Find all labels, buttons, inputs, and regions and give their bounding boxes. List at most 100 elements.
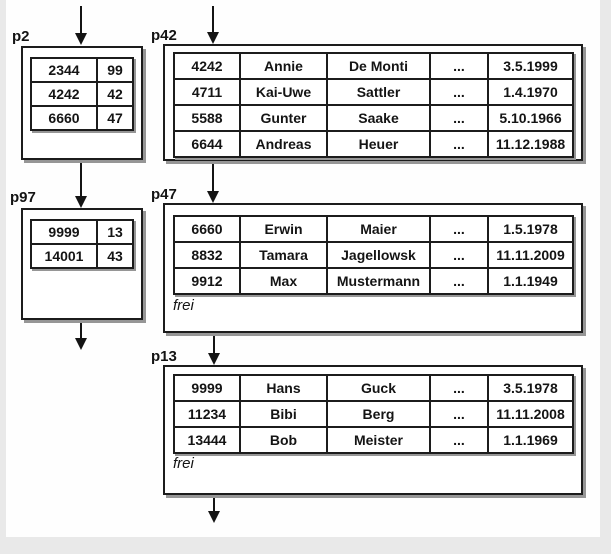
page-label-p47: p47: [151, 186, 177, 203]
ellipsis-cell: ...: [429, 241, 489, 269]
date-cell: 1.1.1969: [487, 426, 574, 454]
record-row: 4711 Kai-Uwe Sattler ... 1.4.1970: [173, 78, 574, 106]
lastname-cell: Berg: [326, 400, 431, 428]
ellipsis-cell: ...: [429, 215, 489, 243]
pointer-cell: 47: [96, 105, 134, 131]
arrowhead-down-icon: [75, 338, 87, 350]
firstname-cell: Bibi: [239, 400, 328, 428]
p2-index-table: 2344 99 4242 42 6660 47: [30, 57, 134, 131]
ellipsis-cell: ...: [429, 52, 489, 80]
arrow-line: [212, 161, 214, 192]
index-row: 2344 99: [30, 57, 134, 83]
ellipsis-cell: ...: [429, 78, 489, 106]
lastname-cell: De Monti: [326, 52, 431, 80]
record-row: 6660 Erwin Maier ... 1.5.1978: [173, 215, 574, 243]
ellipsis-cell: ...: [429, 130, 489, 158]
record-row: 6644 Andreas Heuer ... 11.12.1988: [173, 130, 574, 158]
page-label-p2: p2: [12, 28, 30, 45]
lastname-cell: Sattler: [326, 78, 431, 106]
key-cell: 9999: [30, 219, 98, 245]
arrow-line: [80, 160, 82, 197]
page-box-p42: 4242 Annie De Monti ... 3.5.1999 4711 Ka…: [163, 44, 583, 161]
pointer-cell: 42: [96, 81, 134, 107]
firstname-cell: Andreas: [239, 130, 328, 158]
record-row: 11234 Bibi Berg ... 11.11.2008: [173, 400, 574, 428]
page-box-p97: 9999 13 14001 43: [21, 208, 143, 320]
lastname-cell: Mustermann: [326, 267, 431, 295]
arrow-line: [212, 6, 214, 33]
firstname-cell: Kai-Uwe: [239, 78, 328, 106]
lastname-cell: Heuer: [326, 130, 431, 158]
page-label-p42: p42: [151, 27, 177, 44]
arrow-line: [80, 320, 82, 339]
arrowhead-down-icon: [208, 511, 220, 523]
ellipsis-cell: ...: [429, 267, 489, 295]
arrowhead-down-icon: [207, 32, 219, 44]
firstname-cell: Bob: [239, 426, 328, 454]
key-cell: 4242: [30, 81, 98, 107]
id-cell: 6644: [173, 130, 241, 158]
p42-record-table: 4242 Annie De Monti ... 3.5.1999 4711 Ka…: [173, 52, 574, 158]
record-row: 9912 Max Mustermann ... 1.1.1949: [173, 267, 574, 295]
p47-record-table: 6660 Erwin Maier ... 1.5.1978 8832 Tamar…: [173, 215, 574, 295]
record-row: 5588 Gunter Saake ... 5.10.1966: [173, 104, 574, 132]
index-row: 14001 43: [30, 243, 134, 269]
page-box-p2: 2344 99 4242 42 6660 47: [21, 46, 143, 160]
id-cell: 13444: [173, 426, 241, 454]
date-cell: 3.5.1978: [487, 374, 574, 402]
firstname-cell: Tamara: [239, 241, 328, 269]
date-cell: 1.4.1970: [487, 78, 574, 106]
pointer-cell: 13: [96, 219, 134, 245]
index-row: 6660 47: [30, 105, 134, 131]
id-cell: 5588: [173, 104, 241, 132]
key-cell: 14001: [30, 243, 98, 269]
id-cell: 8832: [173, 241, 241, 269]
date-cell: 11.12.1988: [487, 130, 574, 158]
lastname-cell: Guck: [326, 374, 431, 402]
arrow-line: [213, 333, 215, 354]
date-cell: 11.11.2008: [487, 400, 574, 428]
firstname-cell: Gunter: [239, 104, 328, 132]
arrowhead-down-icon: [208, 353, 220, 365]
id-cell: 11234: [173, 400, 241, 428]
free-space-label: frei: [173, 455, 194, 472]
record-row: 9999 Hans Guck ... 3.5.1978: [173, 374, 574, 402]
p13-record-table: 9999 Hans Guck ... 3.5.1978 11234 Bibi B…: [173, 374, 574, 454]
id-cell: 4242: [173, 52, 241, 80]
p97-index-table: 9999 13 14001 43: [30, 219, 134, 269]
lastname-cell: Maier: [326, 215, 431, 243]
date-cell: 5.10.1966: [487, 104, 574, 132]
ellipsis-cell: ...: [429, 426, 489, 454]
index-row: 9999 13: [30, 219, 134, 245]
firstname-cell: Annie: [239, 52, 328, 80]
pointer-cell: 43: [96, 243, 134, 269]
lastname-cell: Saake: [326, 104, 431, 132]
key-cell: 2344: [30, 57, 98, 83]
date-cell: 11.11.2009: [487, 241, 574, 269]
firstname-cell: Erwin: [239, 215, 328, 243]
id-cell: 4711: [173, 78, 241, 106]
date-cell: 3.5.1999: [487, 52, 574, 80]
record-row: 4242 Annie De Monti ... 3.5.1999: [173, 52, 574, 80]
index-row: 4242 42: [30, 81, 134, 107]
firstname-cell: Max: [239, 267, 328, 295]
page-label-p13: p13: [151, 348, 177, 365]
lastname-cell: Meister: [326, 426, 431, 454]
id-cell: 6660: [173, 215, 241, 243]
ellipsis-cell: ...: [429, 400, 489, 428]
date-cell: 1.5.1978: [487, 215, 574, 243]
key-cell: 6660: [30, 105, 98, 131]
arrow-line: [80, 6, 82, 34]
page-box-p13: 9999 Hans Guck ... 3.5.1978 11234 Bibi B…: [163, 365, 583, 495]
id-cell: 9999: [173, 374, 241, 402]
ellipsis-cell: ...: [429, 374, 489, 402]
firstname-cell: Hans: [239, 374, 328, 402]
page-label-p97: p97: [10, 189, 36, 206]
arrow-line: [213, 495, 215, 512]
arrowhead-down-icon: [75, 33, 87, 45]
id-cell: 9912: [173, 267, 241, 295]
free-space-label: frei: [173, 297, 194, 314]
date-cell: 1.1.1949: [487, 267, 574, 295]
record-row: 13444 Bob Meister ... 1.1.1969: [173, 426, 574, 454]
